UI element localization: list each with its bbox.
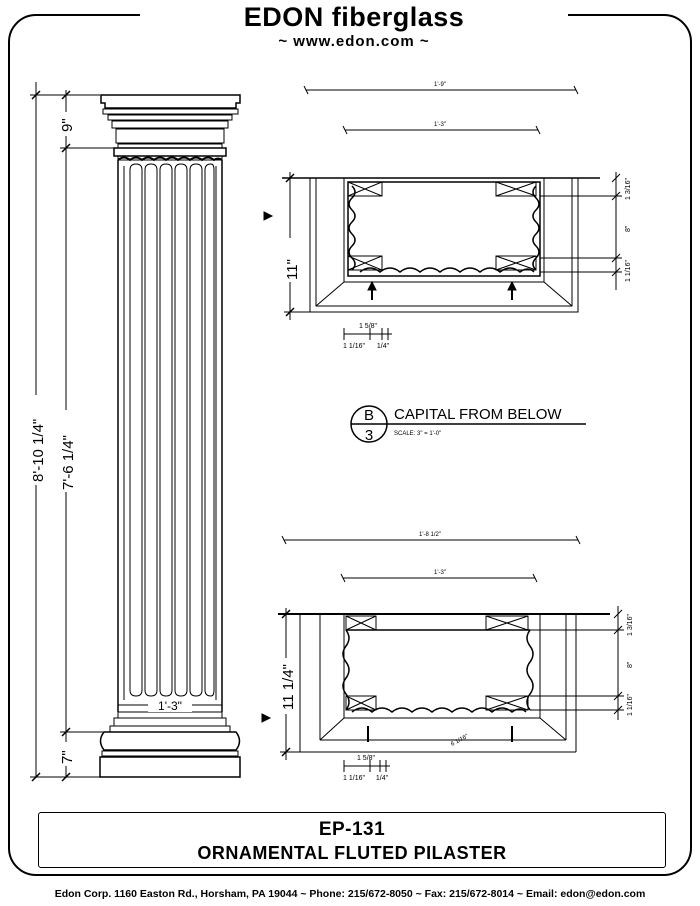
dim-pilaster-width: 1'-3": [158, 699, 182, 713]
dim-base-height: 7": [59, 750, 76, 764]
detail-letter: B: [364, 407, 374, 424]
model-number: EP-131: [318, 819, 386, 840]
plan-bottom-outer-width: 1'-8 1/2": [419, 532, 441, 538]
plan-top-outer-width: 1'-9": [434, 82, 446, 88]
elevation-dimensions: [26, 82, 114, 782]
dim-overall-height: 8'-10 1/4": [30, 419, 47, 482]
detail-number: 3: [365, 427, 373, 444]
detail-tag: [350, 405, 586, 443]
brand-title: EDON fiberglass: [243, 2, 465, 32]
flutes: [129, 163, 215, 697]
plan-top-right-dim-a: 1 3/16": [625, 178, 632, 200]
header-background: [140, 0, 568, 58]
product-name: ORNAMENTAL FLUTED PILASTER: [197, 843, 507, 863]
plan-bottom-right-dim-c: 1 1/16": [627, 694, 634, 716]
dim-shaft-height: 7'-6 1/4": [60, 435, 77, 490]
plan-bottom-bottom-dim-a: 1 5/8": [357, 755, 376, 762]
plan-top-bottom-dim-a: 1 5/8": [359, 323, 378, 330]
website-url: ~ www.edon.com ~: [278, 33, 430, 50]
plan-bottom-right-dim-a: 1 3/16": [627, 614, 634, 636]
detail-title: CAPITAL FROM BELOW: [394, 406, 562, 423]
plan-bottom-bottom-dim-c: 1/4": [376, 775, 389, 782]
title-block: EP-131 ORNAMENTAL FLUTED PILASTER: [38, 812, 666, 868]
plan-top-right-dim-b: 8": [625, 225, 632, 232]
detail-scale: SCALE: 3" = 1'-0": [394, 431, 441, 437]
plan-bottom-diagonal-dim: 6 1/16": [450, 734, 469, 748]
dim-capital-height: 9": [59, 118, 76, 132]
plan-top-depth: 11": [284, 259, 301, 280]
plan-bottom-inner-width: 1'-3": [434, 570, 446, 576]
pilaster-elevation: [99, 94, 241, 778]
width-dimension: [117, 698, 223, 712]
company-footer: Edon Corp. 1160 Easton Rd., Horsham, PA …: [54, 888, 646, 900]
plan-bottom: [261, 535, 624, 772]
plan-bottom-bottom-dim-b: 1 1/16": [343, 775, 365, 782]
plan-top-bottom-dim-c: 1/4": [377, 343, 390, 350]
plan-top-inner-width: 1'-3": [434, 122, 446, 128]
plan-top-bottom-dim-b: 1 1/16": [343, 343, 365, 350]
plan-top: [263, 85, 622, 340]
plan-bottom-right-dim-b: 8": [627, 661, 634, 668]
plan-top-right-dim-c: 1 1/16": [625, 260, 632, 282]
plan-bottom-depth: 11 1/4": [280, 664, 297, 710]
